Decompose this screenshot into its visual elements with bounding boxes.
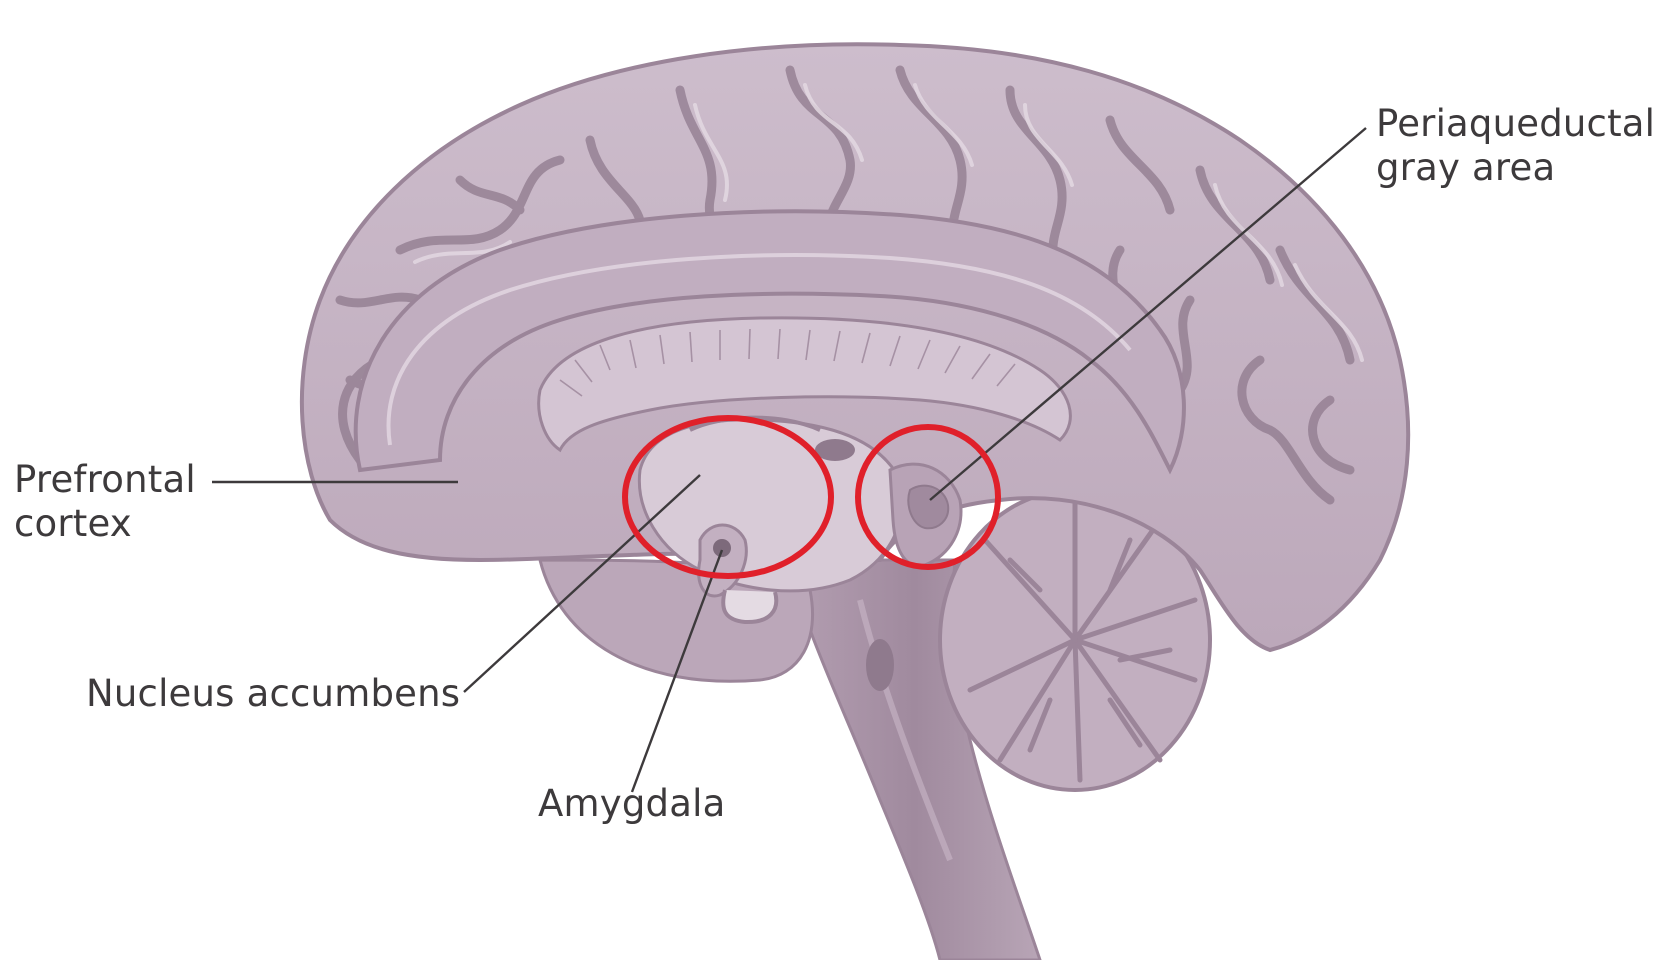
label-prefrontal-line2: cortex <box>14 502 196 546</box>
label-amygdala-text: Amygdala <box>538 782 725 826</box>
label-amygdala: Amygdala <box>538 782 725 826</box>
label-nucleus-accumbens: Nucleus accumbens <box>86 672 460 716</box>
label-periaqueductal-gray-area: Periaqueductal gray area <box>1376 102 1655 190</box>
brainstem-canal <box>866 639 894 691</box>
pituitary <box>723 590 776 622</box>
label-prefrontal-cortex: Prefrontal cortex <box>14 458 196 546</box>
periaqueductal-gray-region <box>908 486 948 529</box>
label-nucleus-text: Nucleus accumbens <box>86 672 460 716</box>
label-pag-line1: Periaqueductal <box>1376 102 1655 146</box>
label-prefrontal-line1: Prefrontal <box>14 458 196 502</box>
amygdala-region <box>713 539 731 557</box>
label-pag-line2: gray area <box>1376 146 1655 190</box>
